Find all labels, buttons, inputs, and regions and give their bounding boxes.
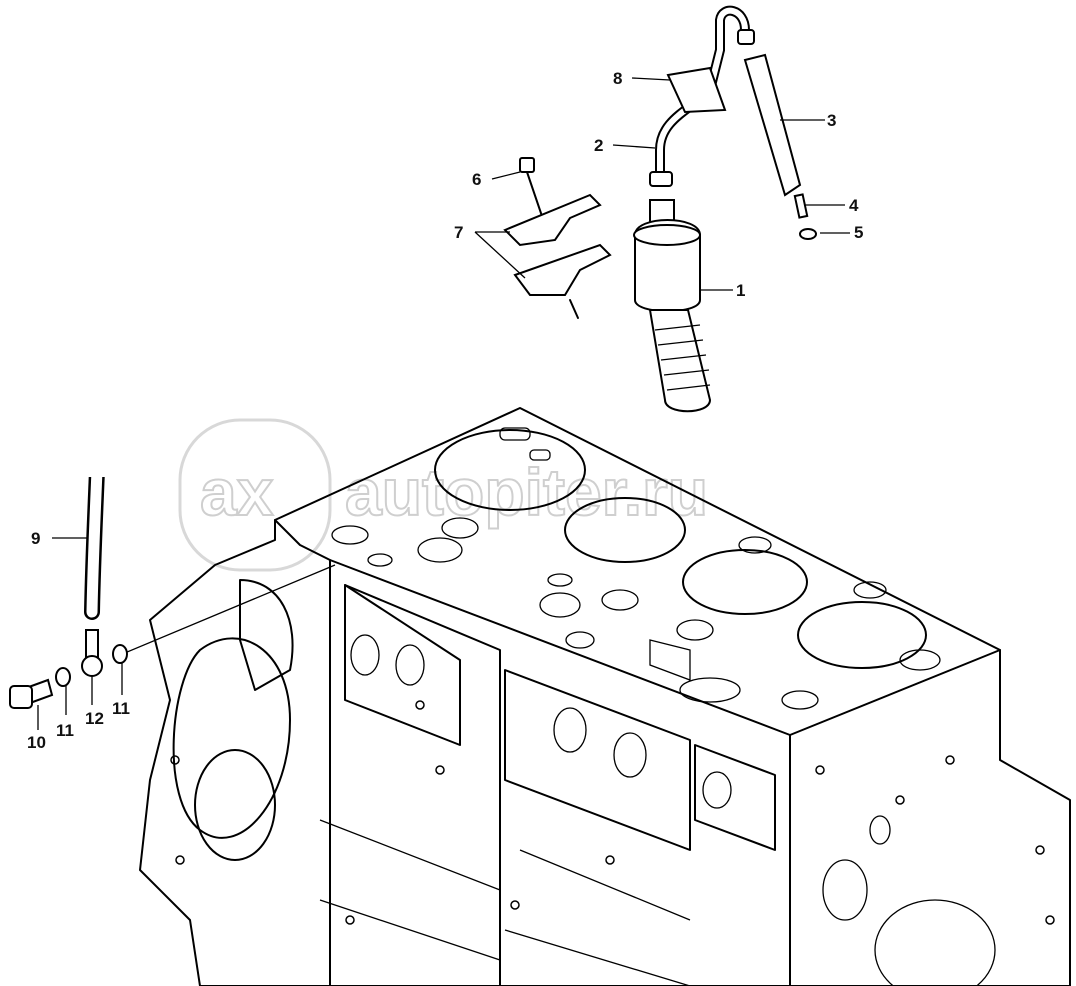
callout-1: 1: [736, 281, 745, 300]
callout-7: 7: [454, 223, 463, 242]
part-7-clamps: [503, 193, 612, 319]
svg-text:ax: ax: [200, 455, 274, 529]
part-3-injector: [743, 53, 802, 197]
part-12-banjo: [81, 629, 103, 677]
part-11-washer: [55, 667, 71, 687]
part-9-hose: [80, 455, 110, 620]
callout-11: 11: [56, 721, 74, 740]
engine-block: [139, 407, 1071, 986]
callout-2: 2: [594, 136, 603, 155]
callout-4: 4: [849, 196, 859, 215]
callout-10: 10: [27, 733, 46, 752]
callout-6: 6: [472, 170, 481, 189]
callout-5: 5: [854, 223, 863, 242]
watermark-text: autopiter.ru: [345, 455, 708, 529]
part-1-pump-element: [633, 199, 712, 413]
callout-8: 8: [613, 69, 622, 88]
callout-11-second: 11: [112, 699, 130, 718]
callout-9: 9: [31, 529, 40, 548]
part-4-nozzle: [793, 193, 809, 219]
leader-lines: [37, 77, 850, 730]
callout-3: 3: [827, 111, 836, 130]
part-11-washer-2: [112, 644, 128, 664]
callout-12: 12: [85, 709, 104, 728]
part-10-bolt: [9, 678, 54, 709]
part-5-washer: [799, 228, 817, 240]
part-8-bracket: [666, 66, 727, 114]
watermark-logo: ax autopiter.ru: [178, 418, 709, 572]
